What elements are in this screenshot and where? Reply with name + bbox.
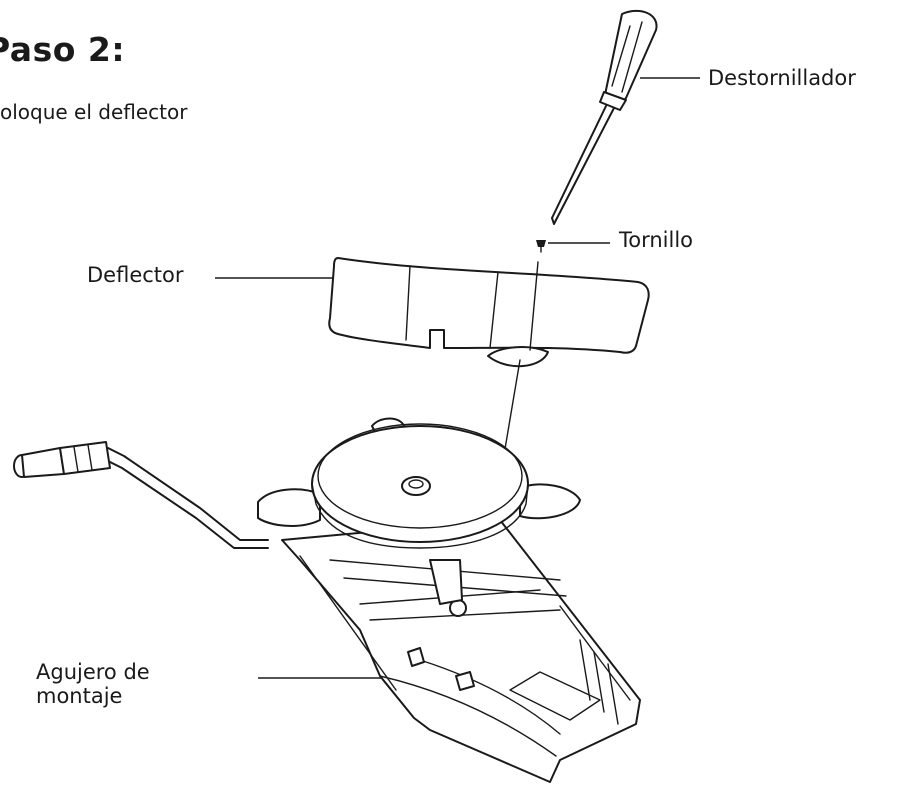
screwdriver-label: Destornillador	[708, 66, 856, 90]
deflector-illustration	[328, 257, 650, 368]
mounting-hole-label-line1: Agujero de	[36, 660, 150, 684]
screwdriver-illustration	[551, 9, 658, 225]
base-illustration	[281, 519, 641, 783]
mounting-hole-label-line2: montaje	[36, 684, 123, 709]
screw-illustration	[536, 240, 546, 253]
screw-label: Tornillo	[619, 228, 694, 252]
crank-handle-illustration	[13, 441, 269, 549]
deflector-label: Deflector	[87, 263, 184, 287]
mounting-hole-label: Agujero de montaje	[36, 660, 150, 708]
spinner-plate-illustration	[257, 417, 581, 549]
step-title: Paso 2:	[0, 30, 126, 69]
step-instruction: Coloque el deflector	[0, 100, 188, 124]
